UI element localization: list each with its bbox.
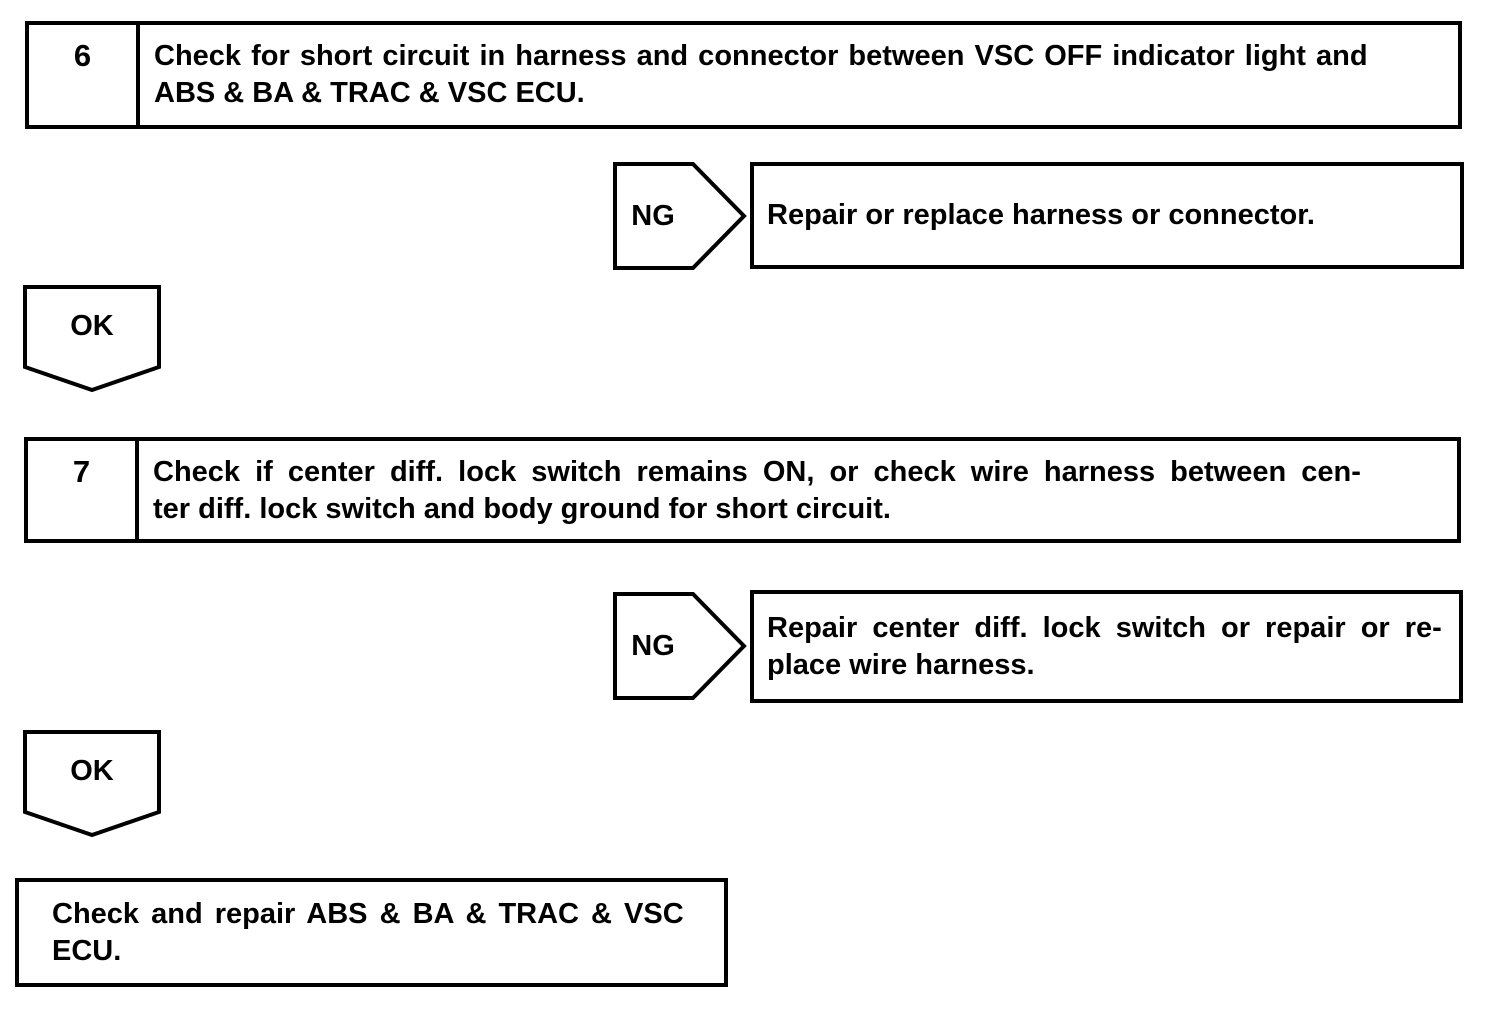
final-action-line: ECU.: [52, 935, 122, 967]
ng-arrow-icon: [613, 592, 747, 700]
step-text-line: ABS & BA & TRAC & VSC ECU.: [154, 77, 585, 109]
ng-connector-2: NG: [613, 592, 747, 700]
final-action-line: Check and repair ABS & BA & TRAC & VSC: [52, 898, 684, 930]
step-number-7: 7: [28, 441, 139, 539]
ng-result-box-2: Repair center diff. lock switch or repai…: [750, 590, 1463, 703]
ng-label: NG: [631, 199, 675, 232]
ok-connector-1: OK: [23, 285, 161, 393]
step-description-6: Check for short circuit in harness and c…: [140, 25, 1378, 125]
step-text-line: ter diff. lock switch and body ground fo…: [153, 493, 891, 525]
ng-result-box-1: Repair or replace harness or connector.: [750, 162, 1464, 269]
ok-label: OK: [70, 309, 114, 342]
ng-connector-1: NG: [613, 162, 747, 270]
result-text-line: place wire harness.: [767, 648, 1035, 681]
result-text-line: Repair or replace harness or connector.: [767, 199, 1315, 231]
step-text-line: Check for short circuit in harness and c…: [154, 40, 1368, 72]
final-action-box: Check and repair ABS & BA & TRAC & VSC E…: [15, 878, 728, 987]
ok-arrow-icon: [23, 730, 161, 838]
ok-label: OK: [70, 754, 114, 787]
ng-arrow-icon: [613, 162, 747, 270]
step-text-line: Check if center diff. lock switch remain…: [153, 456, 1361, 488]
step-box-7: 7 Check if center diff. lock switch rema…: [24, 437, 1461, 543]
ok-connector-2: OK: [23, 730, 161, 838]
ok-arrow-icon: [23, 285, 161, 393]
step-number-6: 6: [29, 25, 140, 125]
result-text-line: Repair center diff. lock switch or repai…: [767, 611, 1442, 644]
ng-label: NG: [631, 629, 675, 662]
step-box-6: 6 Check for short circuit in harness and…: [25, 21, 1462, 129]
step-description-7: Check if center diff. lock switch remain…: [139, 441, 1371, 539]
